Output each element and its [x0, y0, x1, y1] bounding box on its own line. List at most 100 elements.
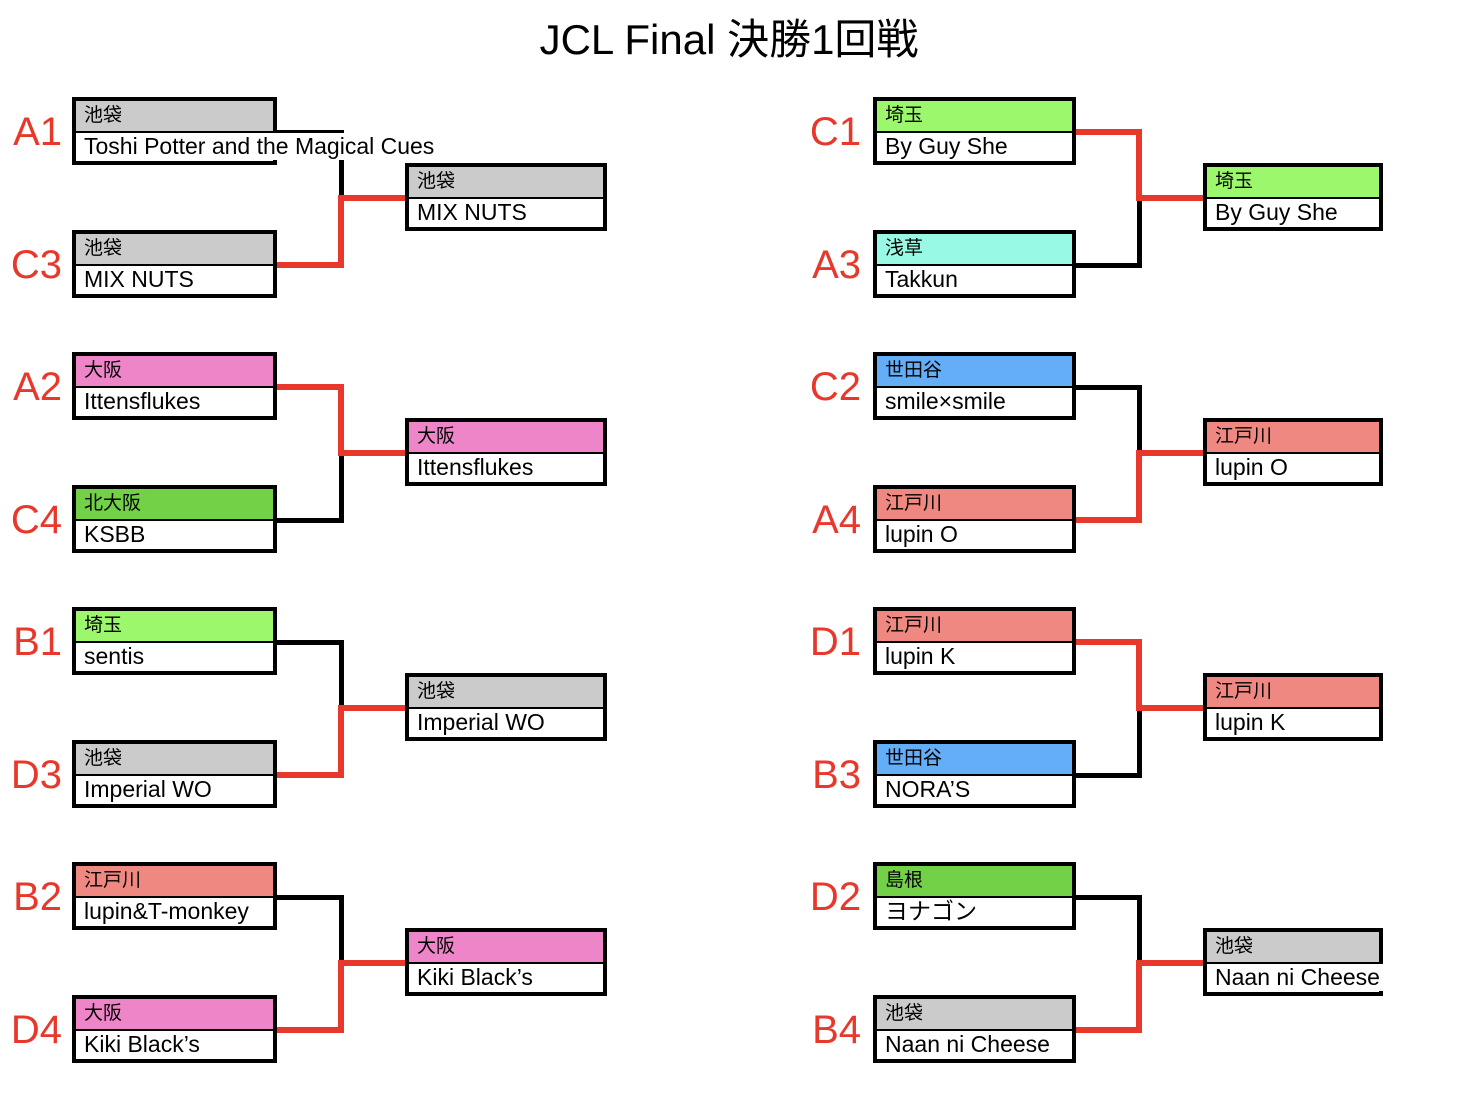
team-region-header: 江戸川: [76, 866, 273, 898]
connector-line-black: [277, 639, 344, 645]
team-name-row: KSBB: [76, 521, 273, 549]
page-title: JCL Final 決勝1回戦: [539, 16, 919, 63]
team-name: Imperial WO: [417, 709, 548, 736]
team-name: NORA’S: [885, 776, 974, 803]
team-name-row: Kiki Black’s: [409, 964, 603, 992]
team-region-header: 大阪: [76, 999, 273, 1031]
connector-line-black: [1076, 262, 1142, 268]
connector-line-red: [1136, 960, 1203, 966]
team-name-row: smile×smile: [877, 388, 1072, 416]
team-region-header: 池袋: [76, 744, 273, 776]
seed-label: B2: [13, 875, 62, 919]
team-name-row: Ittensflukes: [409, 454, 603, 482]
team-name-row: lupin&T-monkey: [76, 898, 273, 926]
team-region-header: 池袋: [76, 234, 273, 266]
connector-line-black: [1076, 384, 1142, 390]
team-name: sentis: [84, 643, 148, 670]
team-region-header: 埼玉: [877, 101, 1072, 133]
connector-line-black: [1136, 384, 1142, 456]
team-name: smile×smile: [885, 388, 1009, 415]
connector-line-black: [338, 894, 344, 966]
team-name: KSBB: [84, 521, 149, 548]
connector-line-black: [1136, 195, 1142, 268]
seed-label: A4: [812, 498, 861, 542]
seed-label: B1: [13, 620, 62, 664]
connector-line-red: [1076, 517, 1142, 523]
connector-line-red: [1136, 639, 1142, 711]
connector-line-black: [338, 129, 344, 201]
team-region-header: 北大阪: [76, 489, 273, 521]
team-name-row: lupin K: [1207, 709, 1379, 737]
connector-line-red: [338, 705, 405, 711]
team-name: MIX NUTS: [417, 199, 530, 226]
team-name: Kiki Black’s: [84, 1031, 203, 1058]
seed-label: B4: [812, 1008, 861, 1052]
connector-line-red: [277, 772, 344, 778]
connector-line-black: [1136, 894, 1142, 966]
team-name: Takkun: [885, 266, 961, 293]
connector-line-red: [1076, 1027, 1142, 1033]
team-name: Naan ni Cheese: [1215, 964, 1383, 991]
team-region-header: 大阪: [76, 356, 273, 388]
team-name: ヨナゴン: [885, 898, 980, 925]
team-name-row: Imperial WO: [409, 709, 603, 737]
team-name: By Guy She: [1215, 199, 1341, 226]
team-name-row: Ittensflukes: [76, 388, 273, 416]
team-name-row: lupin O: [1207, 454, 1379, 482]
connector-line-red: [338, 705, 344, 778]
connector-line-red: [338, 960, 344, 1033]
team-name-row: Naan ni Cheese: [877, 1031, 1072, 1059]
team-region-header: 池袋: [76, 101, 273, 133]
team-name-row: lupin O: [877, 521, 1072, 549]
seed-label: C4: [10, 498, 62, 542]
seed-label: C1: [809, 110, 861, 154]
team-region-header: 埼玉: [1207, 167, 1379, 199]
connector-line-red: [338, 384, 344, 456]
team-region-header: 埼玉: [76, 611, 273, 643]
team-box: 島根ヨナゴン: [873, 862, 1076, 930]
seed-label: D3: [10, 753, 62, 797]
team-region-header: 江戸川: [1207, 422, 1379, 454]
connector-line-red: [338, 450, 405, 456]
connector-line-red: [338, 960, 405, 966]
team-name: lupin&T-monkey: [84, 898, 252, 925]
seed-label: B3: [812, 753, 861, 797]
seed-label: D4: [10, 1008, 62, 1052]
team-region-header: 池袋: [409, 167, 603, 199]
team-region-header: 池袋: [1207, 932, 1379, 964]
connector-line-red: [1136, 450, 1203, 456]
team-region-header: 池袋: [409, 677, 603, 709]
seed-label: C3: [10, 243, 62, 287]
team-name: Imperial WO: [84, 776, 215, 803]
connector-line-black: [1136, 705, 1142, 778]
connector-line-black: [277, 894, 344, 900]
connector-line-red: [338, 195, 344, 268]
team-name-row: Imperial WO: [76, 776, 273, 804]
connector-line-black: [277, 517, 344, 523]
team-name-row: ヨナゴン: [877, 898, 1072, 926]
team-name-row: NORA’S: [877, 776, 1072, 804]
connector-line-red: [1136, 129, 1142, 201]
connector-line-red: [1136, 450, 1142, 523]
team-name-row: Takkun: [877, 266, 1072, 294]
team-name: By Guy She: [885, 133, 1011, 160]
